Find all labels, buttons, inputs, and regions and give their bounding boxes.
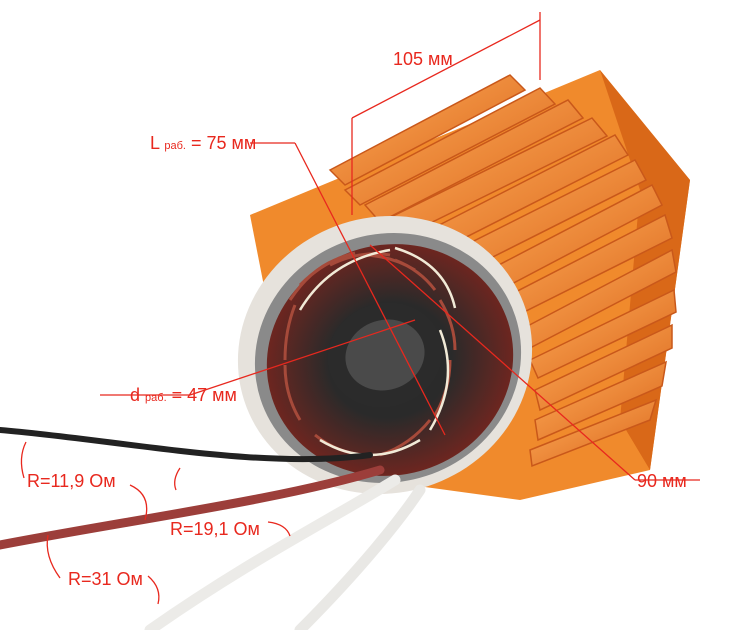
resistance-3-label: R=31 Ом: [68, 569, 143, 589]
diameter-working-sub: раб.: [145, 392, 167, 404]
stator-front: [237, 216, 533, 494]
cables: [0, 427, 426, 630]
resistance-1-label: R=11,9 Ом: [27, 471, 116, 491]
length-total-label: 105 мм: [393, 49, 453, 69]
resistance-2-label: R=19,1 Ом: [170, 519, 260, 539]
cooling-fins: [328, 74, 677, 468]
length-working-prefix: L: [150, 133, 160, 153]
length-working-value: = 75 мм: [190, 133, 257, 153]
diameter-working-prefix: d: [130, 385, 141, 405]
length-working-sub: раб.: [164, 140, 186, 152]
diameter-working-value: = 47 мм: [171, 385, 237, 405]
resistance-leaders: [20, 441, 291, 605]
length-working-label: L раб. = 75 мм: [150, 134, 256, 152]
diameter-outer-label: 90 мм: [637, 471, 687, 491]
dimension-lines: [100, 12, 700, 481]
diameter-working-label: d раб. = 47 мм: [130, 386, 237, 404]
